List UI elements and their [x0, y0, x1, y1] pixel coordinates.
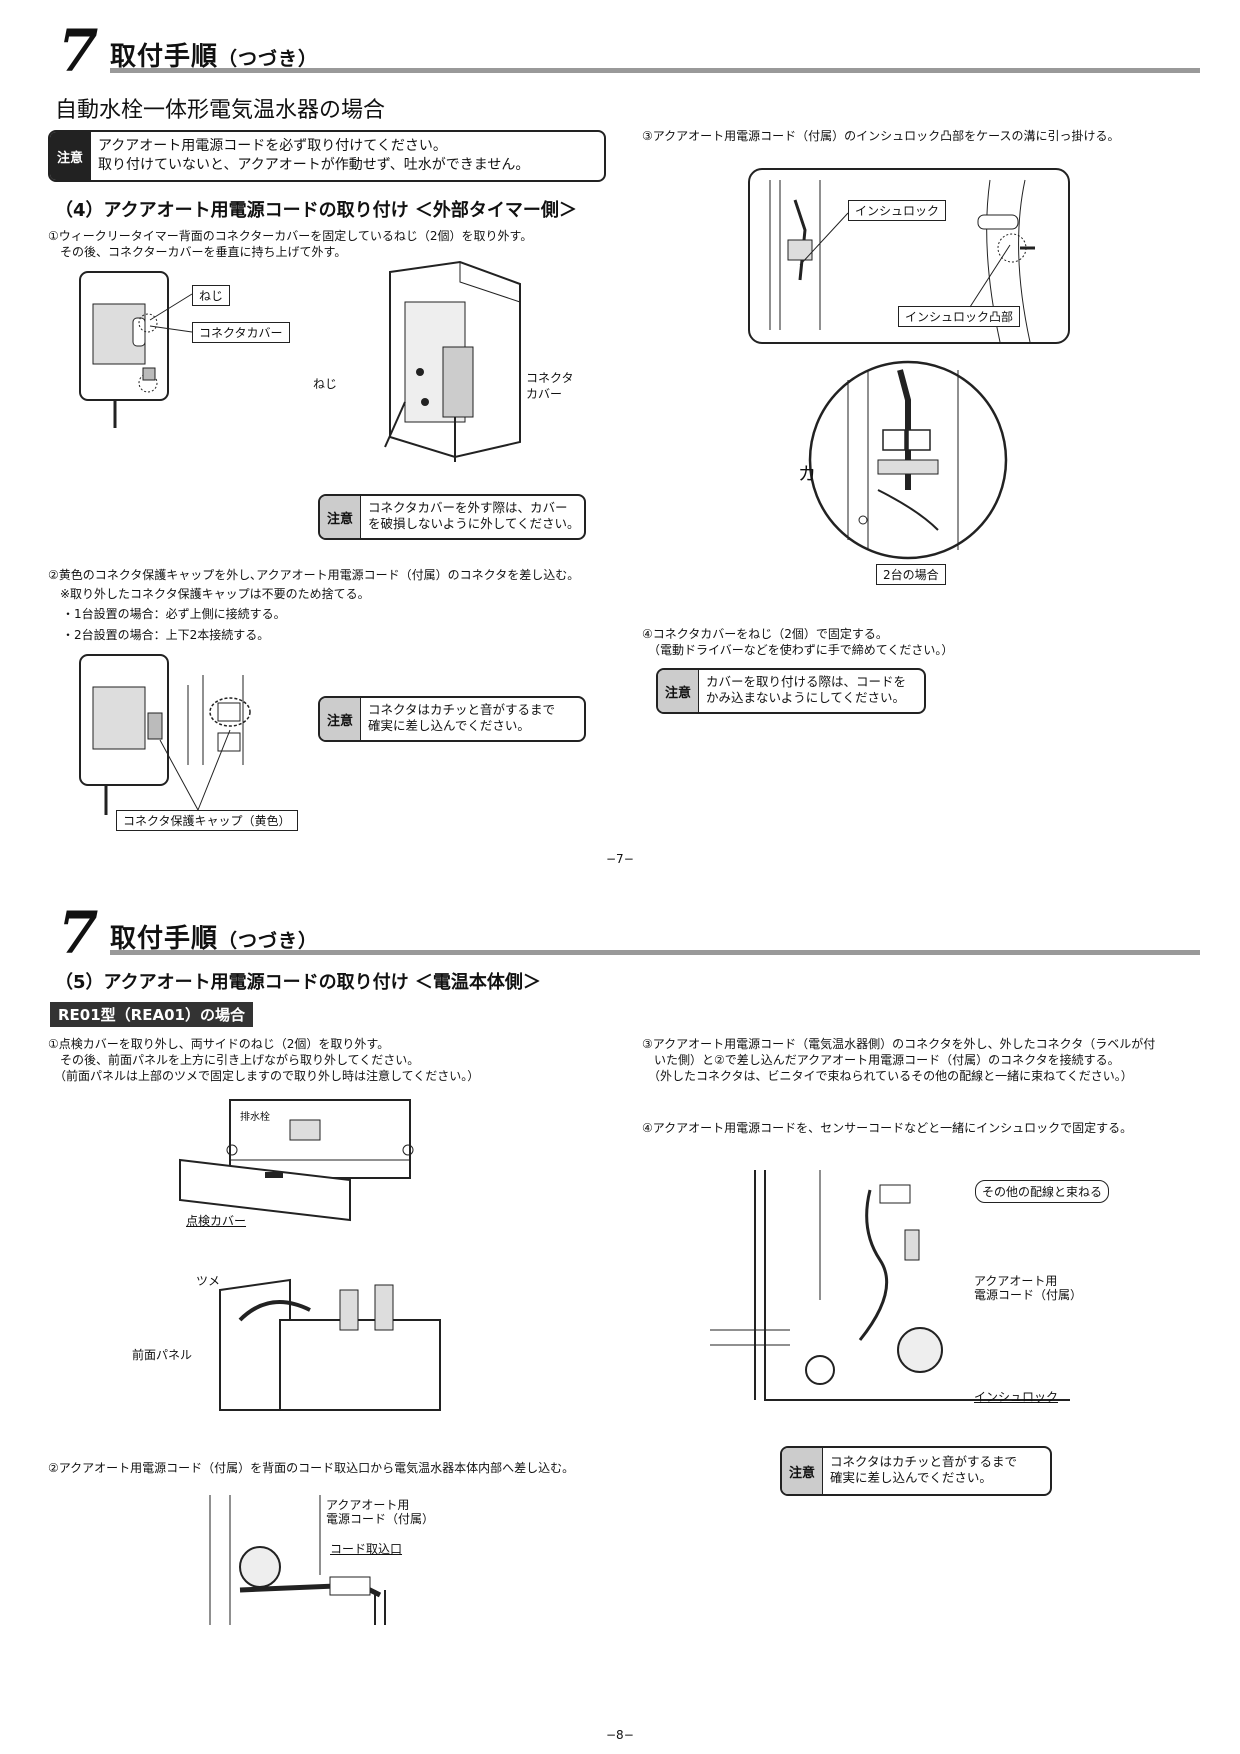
step1-text: ①ウィークリータイマー背面のコネクターカバーを固定しているねじ（2個）を取り外す… [48, 229, 533, 259]
bundle-illustration [710, 1170, 1070, 1401]
caution-tag: 注意 [320, 698, 361, 740]
section-rule-2 [110, 950, 1200, 955]
p2-step2-text: ②アクアオート用電源コード（付属）を背面のコード取込口から電気温水器本体内部へ差… [48, 1461, 575, 1475]
caution-tag: 注意 [782, 1448, 823, 1494]
step2-text: ②黄色のコネクタ保護キャップを外し､アクアオート用電源コード（付属）のコネクタを… [48, 568, 580, 601]
step4-text: ④コネクタカバーをねじ（2個）で固定する。 （電動ドライバーなどを使わずに手で締… [642, 627, 954, 657]
section-title-text: 取付手順 [110, 42, 219, 72]
timer-back-illustration [79, 271, 169, 428]
caution-text: コネクタはカチッと音がするまで 確実に差し込んでください。 [830, 1454, 1018, 1485]
section-title: 取付手順（つづき） [110, 36, 318, 73]
section-title-2: 取付手順（つづき） [110, 918, 318, 955]
label-bundle: その他の配線と束ねる [975, 1180, 1110, 1203]
section-title-text: 取付手順 [110, 924, 219, 954]
insulock-leaders [799, 212, 1011, 308]
caution-text: コネクタはカチッと音がするまで 確実に差し込んでください。 [368, 702, 556, 733]
caution-cover: 注意 コネクタカバーを外す際は、カバー を破損しないように外してください。 [318, 494, 586, 540]
cord-inlet-illustration [209, 1495, 386, 1625]
label-front-panel: 前面パネル [132, 1348, 193, 1362]
label-insulock-tab: インシュロック凸部 [898, 306, 1021, 327]
subtitle: 自動水栓一体形電気温水器の場合 [55, 98, 386, 123]
label-connector-cover-2: コネクタ カバー [526, 371, 574, 401]
label-insulock-1: インシュロック [848, 200, 947, 221]
section-title-suffix: （つづき） [218, 930, 319, 952]
p2-step1-text: ①点検カバーを取り外し、両サイドのねじ（2個）を取り外す。 その後、前面パネルを… [48, 1037, 480, 1083]
label-two-units: 2台の場合 [876, 564, 946, 585]
caution-click-1: 注意 コネクタはカチッと音がするまで 確実に差し込んでください。 [318, 696, 586, 742]
zoom-circle-illustration [808, 360, 1008, 560]
caution-tag: 注意 [50, 132, 91, 180]
label-neji-2: ねじ [313, 377, 338, 391]
p2-step4-text: ④アクアオート用電源コードを、センサーコードなどと一緒にインシュロックで固定する… [642, 1121, 1133, 1135]
front-panel-illustration [219, 1278, 441, 1411]
inspect-cover-illustration [179, 1099, 414, 1222]
p2-step3-text: ③アクアオート用電源コード（電気温水器側）のコネクタを外し、外したコネクタ（ラベ… [642, 1037, 1156, 1083]
timer-cap-illustration [79, 654, 251, 815]
step2-single: ・1台設置の場合：必ず上側に接続する。 [62, 607, 286, 621]
section-number-2: 7 [58, 899, 99, 967]
label-inspect-cover: 点検カバー [186, 1214, 247, 1228]
caution-click-2: 注意 コネクタはカチッと音がするまで 確実に差し込んでください。 [780, 1446, 1052, 1496]
heading-5: （5）アクアオート用電源コードの取り付け ＜電温本体側＞ [55, 972, 541, 993]
label-connector-cover: コネクタカバー [192, 322, 290, 343]
leader-lines-1 [149, 293, 193, 333]
label-aqua-cord-2: アクアオート用 電源コード（付属） [974, 1274, 1083, 1302]
page-number-7: −7− [606, 852, 634, 866]
leader-lines-2 [159, 729, 231, 811]
label-cord-inlet: コード取込口 [330, 1542, 403, 1556]
caution-tag: 注意 [320, 496, 361, 538]
timer-cover-illustration [384, 260, 521, 462]
step3-text: ③アクアオート用電源コード（付属）のインシュロック凸部をケースの溝に引っ掛ける。 [642, 129, 1120, 143]
step2-double: ・2台設置の場合：上下2本接続する。 [62, 628, 270, 642]
label-neji: ねじ [192, 285, 231, 306]
section-title-suffix: （つづき） [218, 48, 319, 70]
section-rule [110, 68, 1200, 73]
caution-text: アクアオート用電源コードを必ず取り付けてください。 取り付けていないと、アクアオ… [98, 138, 530, 173]
caution-tag: 注意 [658, 670, 699, 712]
page-number-8: −8− [606, 1728, 634, 1742]
label-aqua-cord: アクアオート用 電源コード（付属） [326, 1498, 435, 1526]
label-tsume: ツメ [196, 1274, 221, 1288]
label-insulock-2: インシュロック [974, 1390, 1059, 1404]
caution-bite: 注意 カバーを取り付ける際は、コードを かみ込まないようにしてください。 [656, 668, 926, 714]
section-number: 7 [58, 17, 99, 85]
label-drain: 排水栓 [240, 1112, 270, 1123]
label-protect-cap: コネクタ保護キャップ（黄色） [116, 810, 298, 831]
model-badge: RE01型（REA01）の場合 [50, 1002, 253, 1027]
caution-text: カバーを取り付ける際は、コードを かみ込まないようにしてください。 [706, 674, 907, 705]
heading-4: （4）アクアオート用電源コードの取り付け ＜外部タイマー側＞ [55, 200, 577, 221]
caution-text: コネクタカバーを外す際は、カバー を破損しないように外してください。 [368, 500, 580, 531]
insulock-illustration [769, 179, 1035, 342]
top-caution: 注意 アクアオート用電源コードを必ず取り付けてください。 取り付けていないと、ア… [48, 130, 606, 182]
label-ka: カ [798, 464, 816, 485]
